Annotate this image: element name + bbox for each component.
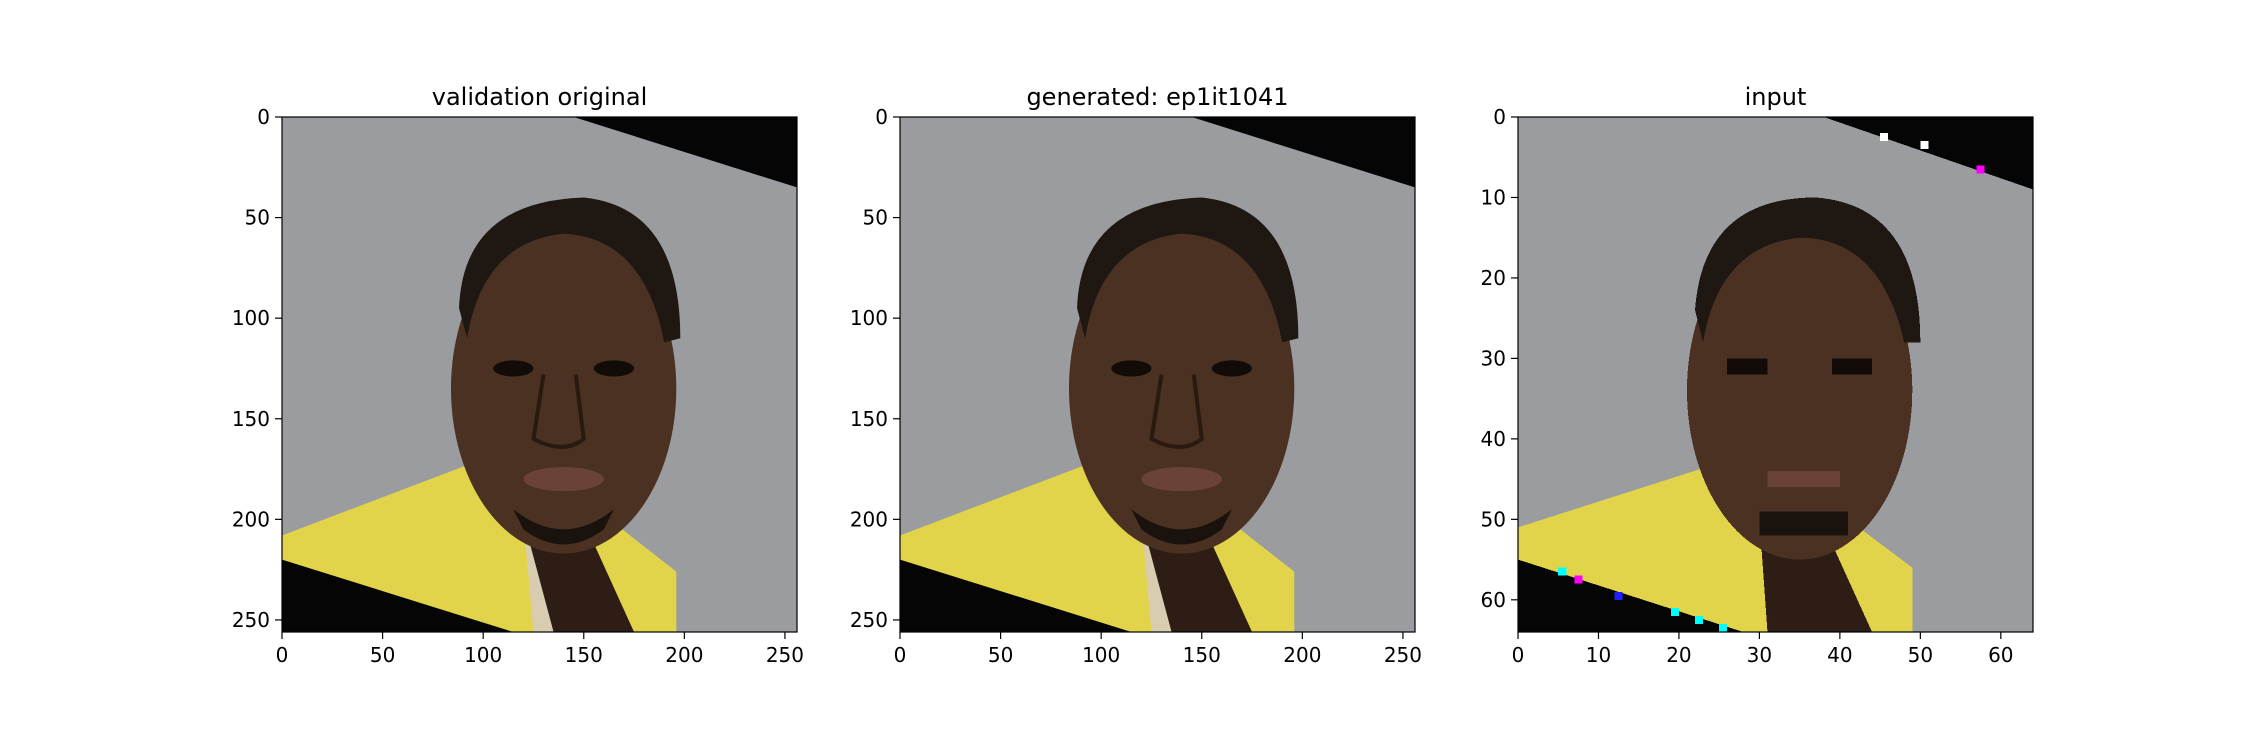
y-tick-label: 50: [1481, 507, 1506, 531]
black-corner: [282, 559, 514, 632]
panel-image: [900, 117, 1415, 632]
goatee: [1759, 511, 1848, 536]
x-tick-label: 100: [464, 643, 502, 667]
x-tick-label: 20: [1666, 643, 1691, 667]
x-tick-label: 250: [1384, 643, 1422, 667]
y-tick-label: 0: [875, 105, 888, 129]
artifact-pixel: [1920, 141, 1929, 150]
goatee: [1131, 509, 1232, 545]
mouth: [1767, 471, 1840, 488]
artifact-pixel: [1719, 623, 1728, 632]
y-tick-label: 250: [232, 608, 270, 632]
goatee: [513, 509, 614, 545]
right-eye: [1211, 360, 1253, 377]
y-tick-label: 50: [245, 206, 270, 230]
panel-title: validation original: [432, 83, 648, 111]
nose: [531, 374, 586, 449]
panel-title: input: [1745, 83, 1807, 111]
nose: [1149, 374, 1204, 449]
face: [1686, 221, 1913, 560]
y-tick-label: 40: [1481, 427, 1506, 451]
panel-image: [282, 117, 797, 632]
axes-frame: [281, 116, 798, 633]
panel-title: generated: ep1it1041: [1026, 83, 1288, 111]
left-eye: [1727, 358, 1768, 375]
x-tick-label: 200: [665, 643, 703, 667]
x-tick-label: 200: [1283, 643, 1321, 667]
black-corner: [573, 117, 797, 188]
axes-frame: [1517, 116, 2034, 633]
face: [450, 223, 677, 554]
mouth: [1141, 467, 1222, 492]
y-tick-label: 150: [232, 407, 270, 431]
x-tick-label: 100: [1082, 643, 1120, 667]
y-tick-label: 150: [850, 407, 888, 431]
y-tick-label: 100: [232, 306, 270, 330]
y-tick-label: 60: [1481, 588, 1506, 612]
right-eye: [1831, 358, 1873, 375]
x-tick-label: 50: [370, 643, 395, 667]
hair: [459, 197, 681, 343]
x-tick-label: 0: [1512, 643, 1525, 667]
black-corner: [900, 559, 1132, 632]
left-eye: [1111, 360, 1152, 377]
y-tick-label: 0: [257, 105, 270, 129]
y-tick-label: 0: [1493, 105, 1506, 129]
y-tick-label: 10: [1481, 185, 1506, 209]
artifact-pixel: [1880, 133, 1889, 142]
panel-image: [1518, 117, 2033, 632]
x-tick-label: 150: [1183, 643, 1221, 667]
mouth: [523, 467, 604, 492]
artifact-pixel: [1670, 607, 1679, 616]
x-tick-label: 0: [894, 643, 907, 667]
x-tick-label: 60: [1988, 643, 2013, 667]
right-eye: [593, 360, 635, 377]
axes-frame: [899, 116, 1416, 633]
y-tick-label: 30: [1481, 346, 1506, 370]
y-tick-label: 50: [863, 206, 888, 230]
black-corner: [1191, 117, 1415, 188]
x-tick-label: 40: [1827, 643, 1852, 667]
y-tick-label: 100: [850, 306, 888, 330]
artifact-pixel: [1976, 165, 1985, 174]
x-tick-label: 50: [988, 643, 1013, 667]
y-tick-label: 200: [232, 507, 270, 531]
x-tick-label: 250: [766, 643, 804, 667]
artifact-pixel: [1574, 575, 1583, 584]
x-tick-label: 0: [276, 643, 289, 667]
x-tick-label: 150: [565, 643, 603, 667]
y-tick-label: 200: [850, 507, 888, 531]
hair: [1077, 197, 1299, 343]
artifact-pixel: [1558, 567, 1567, 576]
x-tick-label: 30: [1747, 643, 1772, 667]
hair: [1695, 197, 1921, 343]
face: [1068, 223, 1295, 554]
y-tick-label: 20: [1481, 266, 1506, 290]
artifact-pixel: [1614, 591, 1623, 600]
x-tick-label: 50: [1908, 643, 1933, 667]
panel-input: input 0 10 20 30 40 50 60 0 10 20 30 40 50 60: [1481, 83, 2034, 667]
y-tick-label: 250: [850, 608, 888, 632]
artifact-pixel: [1695, 615, 1704, 624]
left-eye: [493, 360, 534, 377]
x-tick-label: 10: [1586, 643, 1611, 667]
